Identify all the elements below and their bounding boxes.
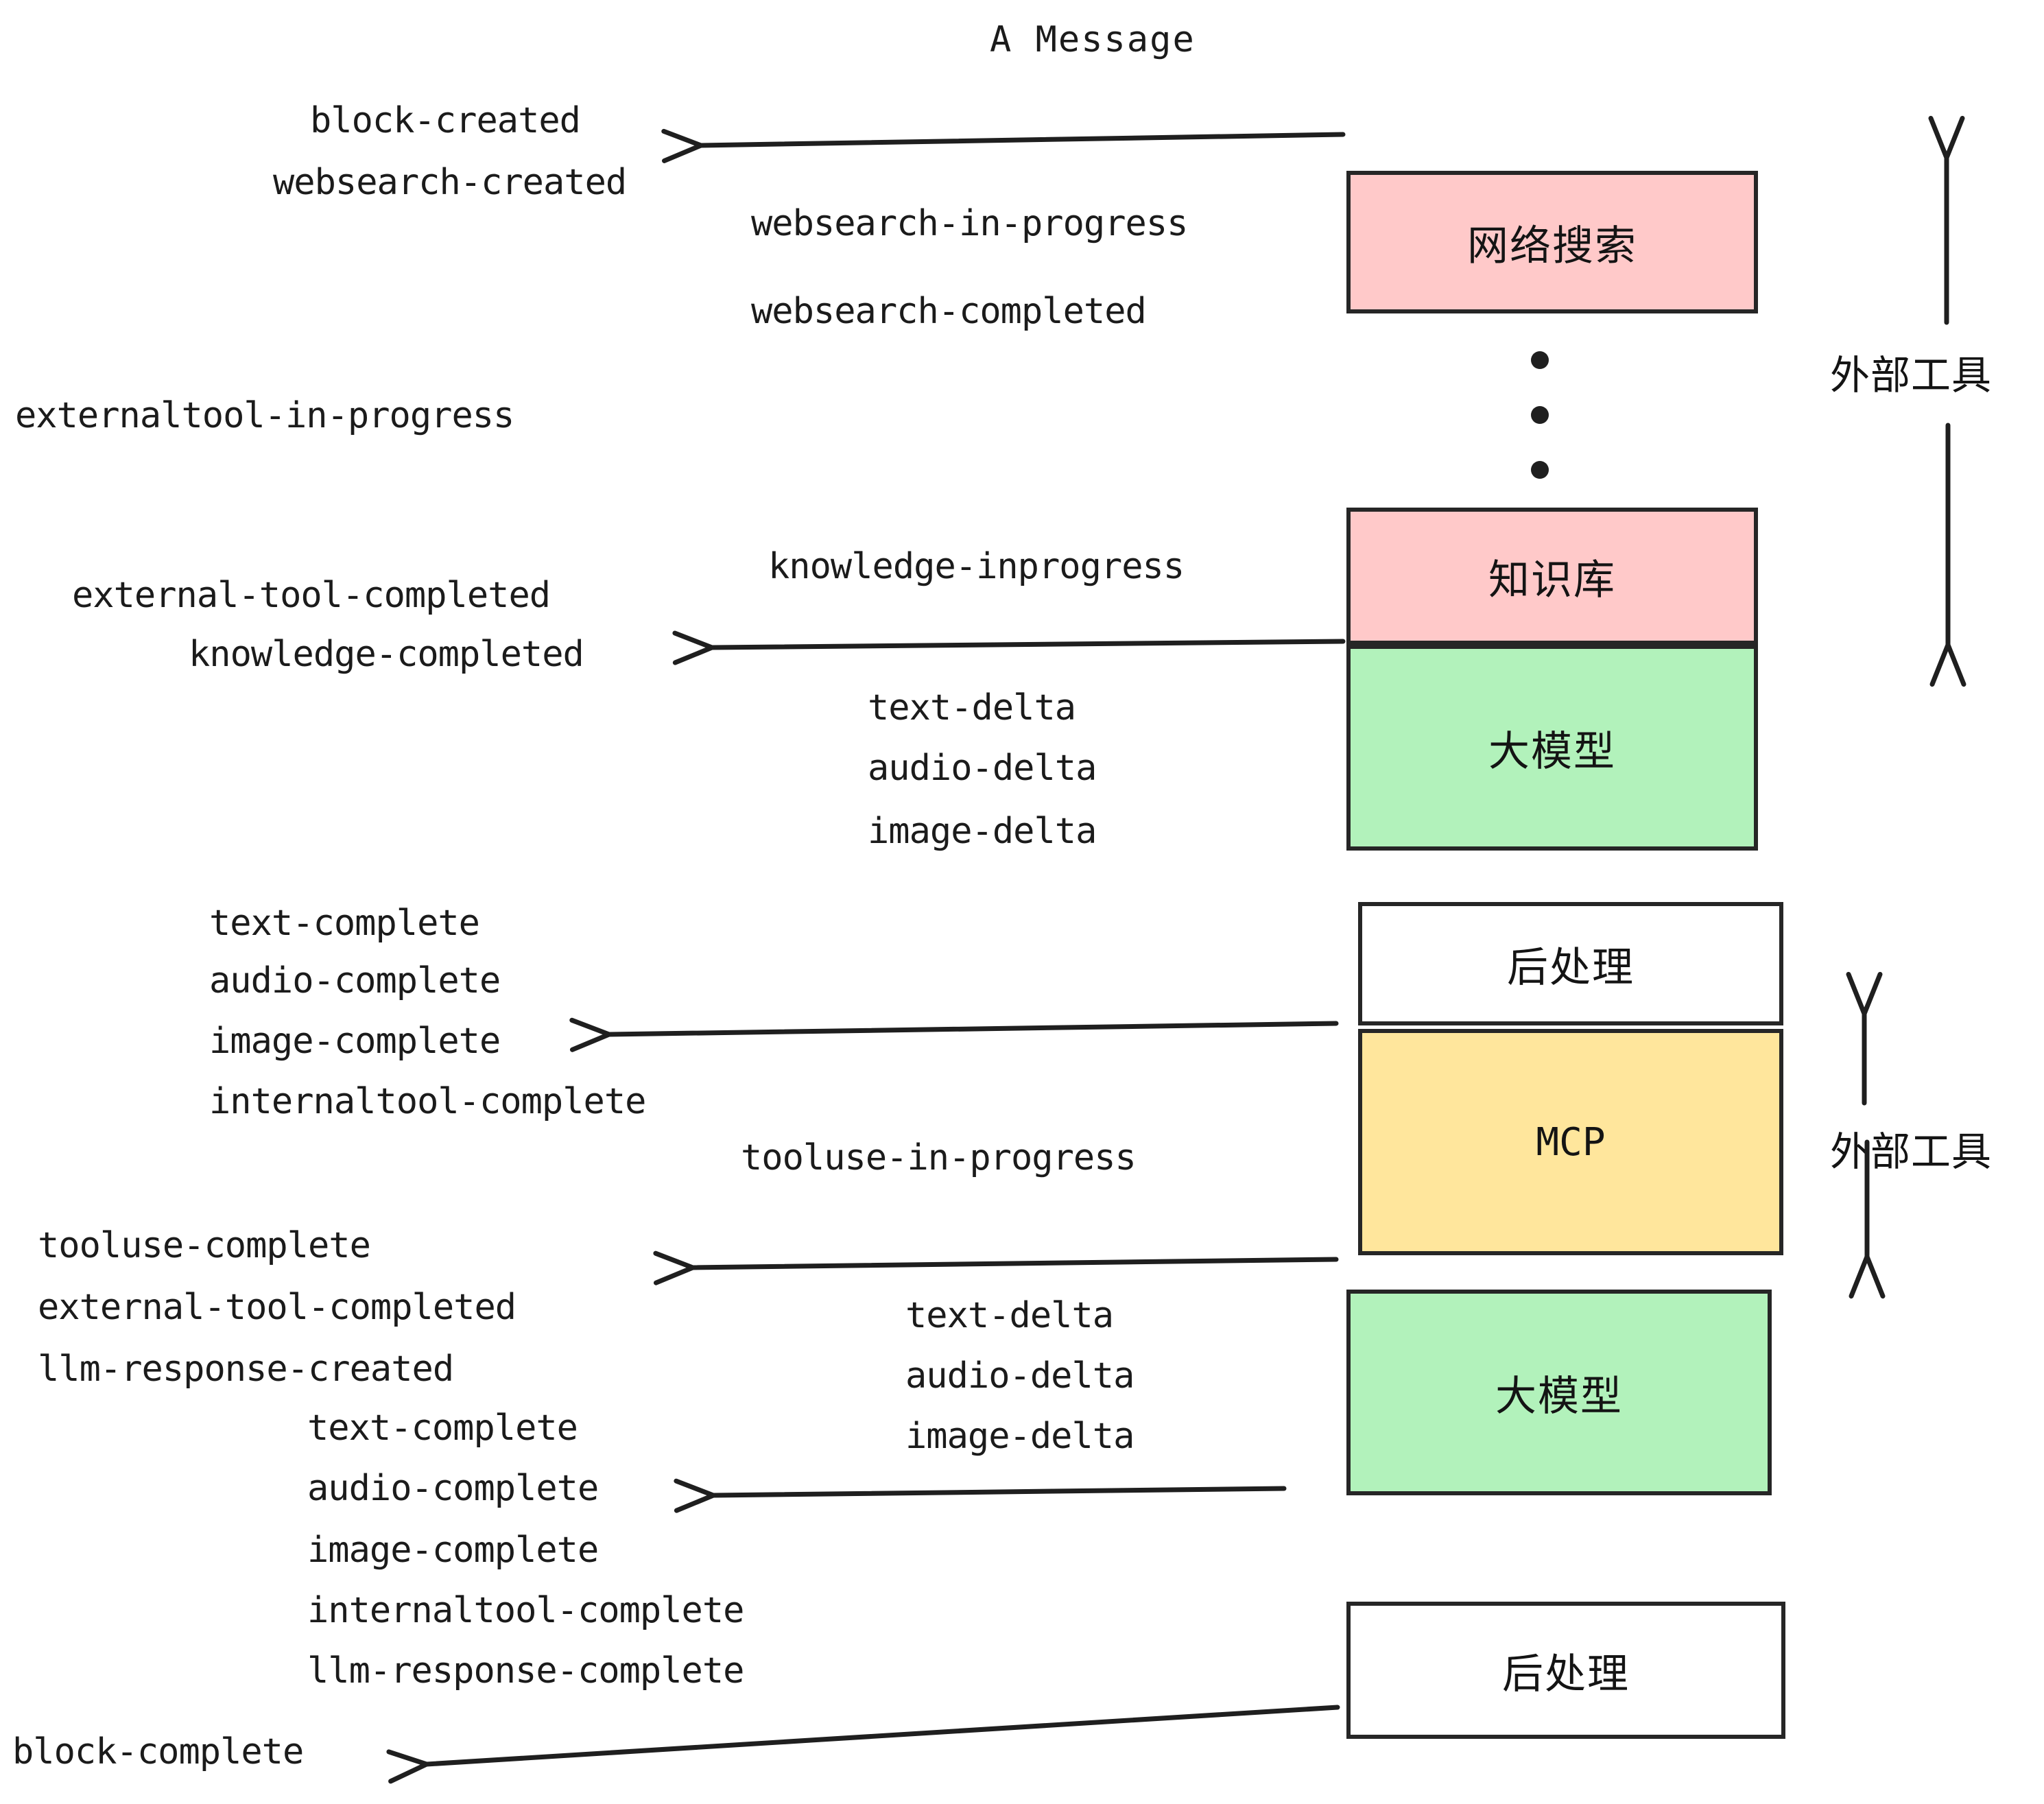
box-websearch: 网络搜索 xyxy=(1346,171,1758,313)
ellipsis-dot-2 xyxy=(1531,406,1549,424)
event-label-audio-delta-1: audio-delta xyxy=(868,748,1097,789)
event-label-image-complete-2: image-complete xyxy=(307,1530,599,1571)
diagram-title: A Message xyxy=(990,19,1196,60)
event-label-text-complete-2: text-complete xyxy=(307,1408,578,1449)
arrow-audio-complete-head xyxy=(674,1478,716,1513)
event-label-audio-delta-2: audio-delta xyxy=(905,1355,1134,1397)
event-label-websearch-created: websearch-created xyxy=(273,162,627,203)
event-label-llm-response-created: llm-response-created xyxy=(38,1349,454,1390)
arrow-tooluse-complete-line xyxy=(690,1257,1339,1270)
side-label-external-tools-bottom: 外部工具 xyxy=(1830,1128,1993,1175)
event-label-audio-complete-2: audio-complete xyxy=(307,1468,599,1509)
event-label-llm-response-complete: llm-response-complete xyxy=(307,1650,744,1692)
side-label-external-tools-top: 外部工具 xyxy=(1830,352,1993,399)
external-tools-down-2-head xyxy=(1849,1254,1886,1299)
event-label-text-delta-2: text-delta xyxy=(905,1295,1114,1336)
box-postprocess-1: 后处理 xyxy=(1358,902,1783,1025)
event-label-image-delta-2: image-delta xyxy=(905,1416,1134,1457)
box-llm-2: 大模型 xyxy=(1346,1290,1772,1495)
external-tools-down-1-head xyxy=(1929,642,1966,687)
event-label-audio-complete-1: audio-complete xyxy=(209,960,501,1001)
external-tools-up-1-head xyxy=(1928,115,1965,161)
arrow-block-created-line xyxy=(698,132,1346,148)
event-label-websearch-in-progress: websearch-in-progress xyxy=(751,203,1188,244)
arrow-audio-complete-line xyxy=(711,1486,1287,1498)
event-label-knowledge-completed: knowledge-completed xyxy=(189,634,584,675)
box-postprocess-2: 后处理 xyxy=(1346,1602,1785,1739)
event-label-knowledge-inprogress: knowledge-inprogress xyxy=(768,546,1185,587)
arrow-image-complete-line xyxy=(606,1021,1339,1037)
event-label-text-delta-1: text-delta xyxy=(868,687,1076,728)
ellipsis-dot-1 xyxy=(1531,351,1549,369)
arrow-block-complete-line xyxy=(424,1705,1340,1767)
arrow-tooluse-complete-head xyxy=(653,1250,696,1285)
event-label-tooluse-complete: tooluse-complete xyxy=(38,1225,371,1266)
arrow-knowledge-done-line xyxy=(709,639,1346,650)
box-knowledge: 知识库 xyxy=(1346,508,1758,645)
event-label-image-delta-1: image-delta xyxy=(868,811,1097,852)
event-label-external-tool-completed-1: external-tool-completed xyxy=(72,575,551,616)
arrow-block-created-head xyxy=(661,128,704,163)
event-label-websearch-completed: websearch-completed xyxy=(751,291,1147,332)
event-label-text-complete-1: text-complete xyxy=(209,903,480,944)
box-mcp: MCP xyxy=(1358,1029,1783,1255)
event-label-block-complete: block-complete xyxy=(12,1731,304,1772)
ellipsis-dot-3 xyxy=(1531,461,1549,479)
arrow-knowledge-done-head xyxy=(672,630,715,665)
event-label-block-created: block-created xyxy=(310,100,581,141)
event-label-tooluse-in-progress: tooluse-in-progress xyxy=(741,1137,1137,1178)
event-label-image-complete-1: image-complete xyxy=(209,1021,501,1062)
event-label-externaltool-in-progress: externaltool-in-progress xyxy=(15,395,514,436)
arrow-block-complete-head xyxy=(386,1749,429,1784)
external-tools-up-2-head xyxy=(1846,971,1883,1017)
arrow-image-complete-head xyxy=(569,1017,612,1052)
event-label-internaltool-complete-1: internaltool-complete xyxy=(209,1081,646,1122)
event-label-external-tool-completed-2: external-tool-completed xyxy=(38,1287,516,1328)
box-llm-1: 大模型 xyxy=(1346,645,1758,851)
event-label-internaltool-complete-2: internaltool-complete xyxy=(307,1590,744,1631)
